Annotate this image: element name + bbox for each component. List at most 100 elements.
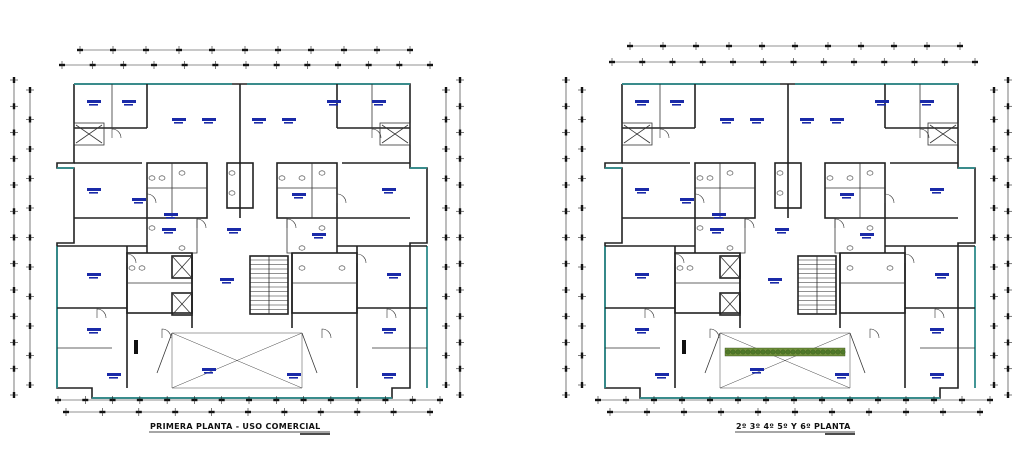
door-swing [744, 218, 755, 229]
closet-brace [75, 124, 103, 144]
sanitary-fixture [726, 170, 734, 176]
room-label [637, 332, 646, 334]
door-swing [644, 308, 655, 319]
room-label [174, 122, 183, 124]
room-label [327, 100, 341, 103]
room-label [770, 282, 779, 284]
sanitary-fixture [776, 190, 784, 196]
room-label [87, 188, 101, 191]
door-swing [386, 308, 397, 319]
sanitary-fixture [228, 190, 236, 196]
planter-shrub [745, 349, 751, 355]
room-label [835, 373, 849, 376]
room-label [750, 118, 764, 121]
sanitary-fixture [278, 175, 286, 181]
room-label [775, 228, 789, 231]
planter-shrub [760, 349, 766, 355]
planter-shrub [790, 349, 796, 355]
room-label [752, 372, 761, 374]
room-label [720, 118, 734, 121]
shaft-block [226, 162, 254, 209]
sanitary-fixture [298, 265, 306, 271]
door-swing [321, 328, 332, 339]
room-label [752, 122, 761, 124]
room-label [830, 118, 844, 121]
room-label [768, 278, 782, 281]
service-room [146, 217, 198, 254]
room-label [637, 192, 646, 194]
room-label [637, 277, 646, 279]
planter-shrub [740, 349, 746, 355]
room-label [670, 100, 684, 103]
room-label [384, 192, 393, 194]
room-label [202, 118, 216, 121]
room-label [294, 197, 303, 199]
door-swing [371, 128, 382, 139]
room-label [109, 377, 118, 379]
column-marker [682, 340, 686, 354]
planter-shrub [810, 349, 816, 355]
bathroom-block [276, 162, 338, 219]
door-swing [126, 253, 137, 264]
room-label [655, 373, 669, 376]
planter-shrub [800, 349, 806, 355]
room-label [777, 232, 786, 234]
closet-brace [929, 124, 957, 144]
sanitary-fixture [138, 265, 146, 271]
planter-shrub [805, 349, 811, 355]
planter-shrub [730, 349, 736, 355]
room-label [382, 328, 396, 331]
void-diagonal [719, 332, 851, 389]
sanitary-fixture [298, 175, 306, 181]
room-label [374, 104, 383, 106]
sanitary-fixture [846, 265, 854, 271]
closet [73, 122, 105, 146]
room-label [635, 100, 649, 103]
elevator-x [719, 255, 741, 279]
door-swing [919, 128, 930, 139]
door-swing [674, 253, 685, 264]
sanitary-fixture [318, 170, 326, 176]
room-label [932, 377, 941, 379]
room-label [384, 377, 393, 379]
room-label [382, 373, 396, 376]
room-label [800, 118, 814, 121]
room-label [162, 228, 176, 231]
room-label [920, 100, 934, 103]
room-label [166, 217, 175, 219]
room-label [722, 122, 731, 124]
door-swing [694, 193, 705, 204]
shaft-block [774, 162, 802, 209]
room-label [87, 328, 101, 331]
plan-title-typical: 2º 3º 4º 5º Y 6º PLANTA [736, 422, 851, 431]
door-swing [869, 328, 880, 339]
room-label [862, 237, 871, 239]
room-label [387, 273, 401, 276]
room-label [802, 122, 811, 124]
bathroom-block [146, 162, 208, 219]
room-label [840, 193, 854, 196]
room-label [875, 100, 889, 103]
room-label [122, 100, 136, 103]
sanitary-fixture [696, 175, 704, 181]
room-label [202, 368, 216, 371]
room-label [172, 118, 186, 121]
room-label [837, 377, 846, 379]
room-label [134, 202, 143, 204]
room-label [227, 228, 241, 231]
room-label [657, 377, 666, 379]
room-label [289, 377, 298, 379]
door-swing [934, 308, 945, 319]
floor-plan-typical [562, 42, 1012, 416]
room-label [842, 197, 851, 199]
room-label [714, 217, 723, 219]
planter-shrub [830, 349, 836, 355]
room-label [712, 213, 726, 216]
room-label [935, 273, 949, 276]
wall-line [156, 332, 173, 374]
door-swing [884, 193, 895, 204]
sanitary-fixture [148, 225, 156, 231]
sanitary-fixture [178, 245, 186, 251]
planter-shrub [840, 349, 846, 355]
